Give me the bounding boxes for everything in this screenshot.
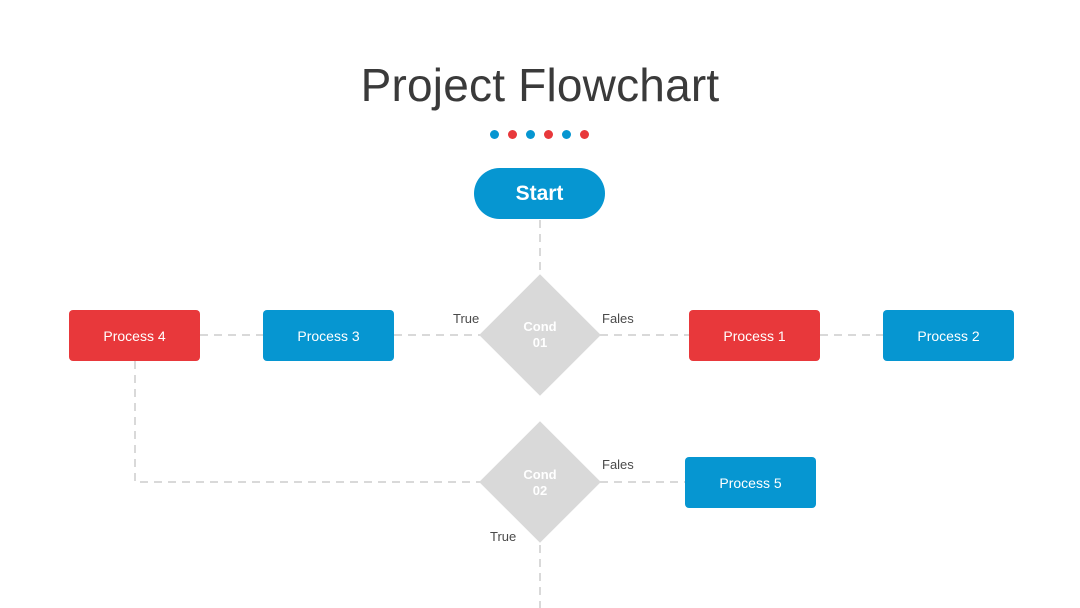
process-2-node[interactable]: Process 2 xyxy=(883,310,1014,361)
cond1-true-label: True xyxy=(453,311,480,326)
dot xyxy=(490,130,499,139)
cond1-false-label: Fales xyxy=(602,311,634,326)
process-4-label: Process 4 xyxy=(103,327,166,344)
process-1-node[interactable]: Process 1 xyxy=(689,310,820,361)
dot xyxy=(526,130,535,139)
start-node[interactable]: Start xyxy=(474,168,605,219)
cond2-false-label: Fales xyxy=(602,457,634,472)
cond2-true-label: True xyxy=(490,529,517,544)
process-2-label: Process 2 xyxy=(917,327,980,344)
dot xyxy=(562,130,571,139)
process-3-label: Process 3 xyxy=(297,327,360,344)
dot xyxy=(580,130,589,139)
cond2-label: Cond 02 xyxy=(523,467,557,498)
connector-process4-cond2 xyxy=(134,361,480,483)
process-5-node[interactable]: Process 5 xyxy=(685,457,816,508)
process-5-label: Process 5 xyxy=(719,474,782,491)
dot xyxy=(508,130,517,139)
process-4-node[interactable]: Process 4 xyxy=(69,310,200,361)
process-1-label: Process 1 xyxy=(723,327,786,344)
start-label: Start xyxy=(515,181,564,205)
page-title: Project Flowchart xyxy=(360,59,720,111)
cond1-label: Cond 01 xyxy=(523,319,557,350)
process-3-node[interactable]: Process 3 xyxy=(263,310,394,361)
dot xyxy=(544,130,553,139)
